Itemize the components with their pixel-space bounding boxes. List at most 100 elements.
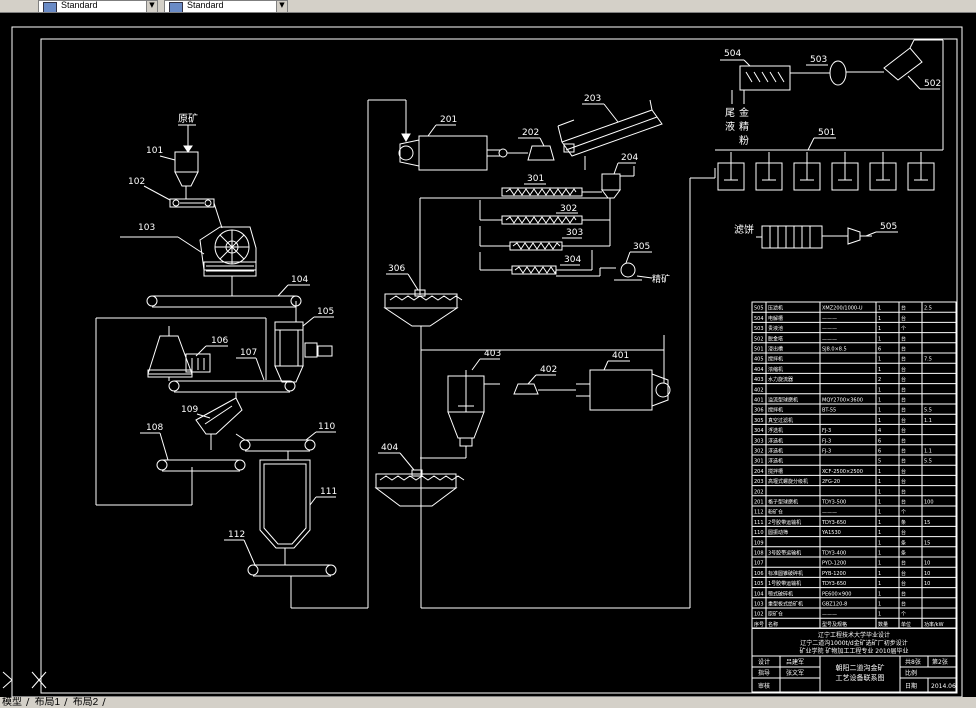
table-cell: 台 bbox=[901, 447, 906, 454]
table-cell: 1 bbox=[878, 408, 881, 414]
table-cell: 搅拌机 bbox=[768, 356, 783, 363]
table-cell: 圆振动筛 bbox=[768, 529, 788, 536]
table-cell: 5.5 bbox=[924, 408, 932, 414]
table-cell: 浮选机 bbox=[768, 427, 783, 434]
table-cell: 台 bbox=[901, 600, 906, 607]
table-cell: 502 bbox=[754, 336, 764, 342]
table-cell: 1 bbox=[878, 387, 881, 393]
text-style-dropdown[interactable]: Standard ▼ bbox=[38, 0, 158, 12]
table-cell: XCF-2500×2500 bbox=[822, 469, 863, 475]
table-cell: 高堰式螺旋分级机 bbox=[768, 478, 808, 485]
table-cell: 201 bbox=[754, 499, 764, 505]
label-202: 202 bbox=[522, 128, 539, 138]
table-cell: 台 bbox=[901, 437, 906, 444]
table-cell: 1 bbox=[878, 306, 881, 312]
date-value: 2014.06 bbox=[931, 683, 956, 690]
table-cell: ——— bbox=[822, 510, 837, 516]
table-cell: 个 bbox=[901, 612, 906, 618]
table-cell: ——— bbox=[822, 612, 837, 618]
table-cell: 台 bbox=[901, 478, 906, 485]
advisor-label: 指导 bbox=[758, 669, 770, 677]
table-cell: 1 bbox=[878, 499, 881, 505]
table-cell: 1 bbox=[878, 510, 881, 516]
drawing-title-1: 朝阳二道沟金矿 bbox=[836, 663, 885, 672]
label-104: 104 bbox=[291, 275, 308, 285]
table-cell: 2 bbox=[878, 377, 881, 383]
table-cell: 台 bbox=[901, 580, 906, 587]
table-cell: 303 bbox=[754, 438, 764, 444]
dim-style-dropdown[interactable]: Standard ▼ bbox=[164, 0, 288, 12]
table-cell: 格子型球磨机 bbox=[768, 498, 798, 505]
table-cell: 3号胶带运输机 bbox=[768, 549, 801, 556]
table-cell: PYB-1200 bbox=[822, 571, 846, 577]
table-cell: TDY3-650 bbox=[821, 520, 846, 526]
table-cell: 1 bbox=[878, 550, 881, 556]
table-header-cell: 序号 bbox=[754, 621, 764, 628]
gold-label-a: 金 bbox=[739, 106, 749, 119]
table-cell: 台 bbox=[901, 356, 906, 363]
label-111: 111 bbox=[320, 487, 337, 497]
table-cell: 2.5 bbox=[924, 306, 932, 312]
tab-layout1[interactable]: 布局1 bbox=[34, 697, 61, 708]
chevron-down-icon[interactable]: ▼ bbox=[276, 1, 287, 12]
table-cell: 台 bbox=[901, 305, 906, 312]
table-cell: 搅拌机 bbox=[768, 407, 783, 414]
table-cell: 真空过滤机 bbox=[768, 417, 793, 424]
table-cell: 条 bbox=[901, 549, 906, 556]
date-label: 日期 bbox=[905, 682, 917, 690]
layout-tabs: 模型/ 布局1/ 布局2/ bbox=[0, 697, 976, 708]
table-cell: 台 bbox=[901, 407, 906, 414]
flotation-301: 301 bbox=[501, 174, 583, 197]
label-304: 304 bbox=[564, 255, 581, 265]
table-cell: 203 bbox=[754, 479, 764, 485]
tailings-label-a: 尾 bbox=[725, 107, 735, 119]
table-cell: 503 bbox=[754, 326, 764, 332]
flotation-303: 303 bbox=[509, 228, 583, 251]
table-cell: 107 bbox=[754, 561, 764, 567]
table-cell: ——— bbox=[822, 316, 837, 322]
gold-label-b: 精 bbox=[739, 120, 749, 133]
flotation-section: 201 202 203 204 301 bbox=[383, 94, 670, 350]
table-cell: 台 bbox=[901, 458, 906, 465]
label-103: 103 bbox=[138, 223, 155, 233]
table-cell: MQY2700×3600 bbox=[822, 397, 863, 403]
tab-layout2[interactable]: 布局2 bbox=[72, 697, 99, 708]
drawing-canvas[interactable]: 原矿 101 102 103 104 bbox=[0, 13, 976, 698]
table-header-cell: 名称 bbox=[768, 621, 778, 628]
table-cell: 306 bbox=[754, 408, 764, 414]
inner-frame bbox=[40, 38, 958, 694]
table-cell: 4 bbox=[878, 428, 881, 434]
table-cell: 标准圆锥破碎机 bbox=[768, 570, 803, 577]
table-cell: PE600×900 bbox=[822, 591, 851, 597]
tab-model[interactable]: 模型 bbox=[2, 697, 22, 708]
table-cell: 404 bbox=[754, 367, 764, 373]
table-cell: 504 bbox=[754, 316, 764, 322]
flotation-304: 304 bbox=[511, 255, 581, 275]
table-cell: BT-55 bbox=[822, 408, 836, 414]
table-cell: GBZ120-8 bbox=[822, 601, 847, 607]
table-cell: 204 bbox=[754, 469, 764, 475]
label-204: 204 bbox=[621, 153, 638, 163]
label-401: 401 bbox=[612, 351, 629, 361]
chevron-down-icon[interactable]: ▼ bbox=[146, 1, 157, 12]
table-cell: 1 bbox=[878, 571, 881, 577]
label-101: 101 bbox=[146, 146, 163, 156]
gold-label-c: 粉 bbox=[739, 134, 749, 147]
table-cell: 颚式破碎机 bbox=[768, 590, 793, 597]
table-cell: TDY3-500 bbox=[821, 499, 846, 505]
table-cell: PYD-1200 bbox=[822, 561, 846, 567]
table-cell: 浮选机 bbox=[768, 458, 783, 465]
table-header-cell: 数量 bbox=[878, 621, 888, 628]
table-cell: 112 bbox=[754, 510, 764, 516]
label-404: 404 bbox=[381, 443, 398, 453]
tailings-label-b: 液 bbox=[725, 120, 735, 133]
table-cell: 401 bbox=[754, 397, 764, 403]
text-style-value: Standard bbox=[61, 0, 98, 10]
table-cell: 2号胶带运输机 bbox=[768, 519, 801, 526]
project-text: 辽宁二道沟1000t/d金矿选矿厂初步设计 bbox=[800, 639, 907, 647]
table-cell: 301 bbox=[754, 459, 764, 465]
label-203: 203 bbox=[584, 94, 601, 104]
table-cell: 台 bbox=[901, 417, 906, 424]
table-cell: 台 bbox=[901, 345, 906, 352]
